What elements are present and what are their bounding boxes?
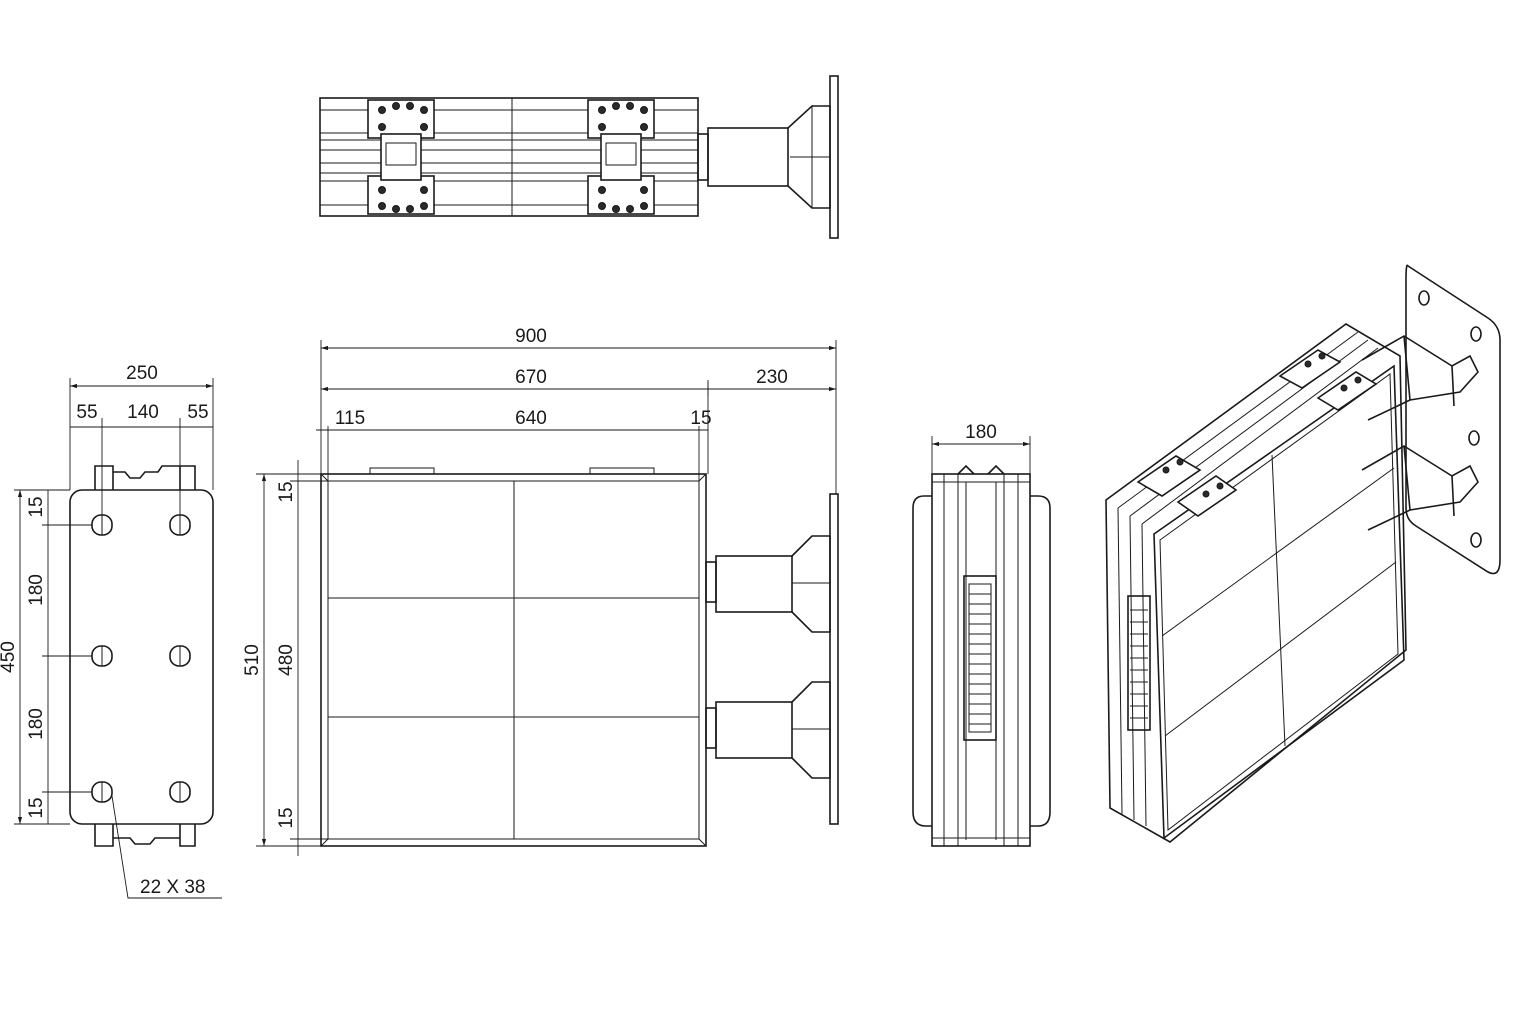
dim-front-panel-width: 670 [515,367,547,388]
dim-front-bottom-frame: 15 [276,807,297,828]
dim-front-inner-height: 480 [276,644,297,676]
front-arm-lower [705,681,831,779]
end-view-hinge-slats [969,593,991,725]
end-view: 180 [912,422,1051,847]
dim-side-hole-spacing: 140 [127,402,159,423]
top-hinge-left [367,99,435,215]
front-arm-upper [705,535,831,633]
dim-front-overall-width: 900 [515,326,547,347]
dim-side-bottom-margin: 15 [26,797,47,818]
dim-front-bracket-depth: 230 [756,367,788,388]
dim-end-depth: 180 [965,422,997,443]
iso-top-hinges [1136,349,1378,517]
dim-front-right-gap: 15 [690,408,711,429]
slot-size-label: 22 X 38 [140,877,206,898]
dim-front-left-offset: 115 [335,408,365,429]
dim-front-top-frame: 15 [276,481,297,502]
iso-hinge-slats [1130,609,1148,719]
side-view: 250 55 140 55 450 15 180 180 15 22 X 38 [0,363,222,899]
dim-side-right-offset: 55 [187,402,208,423]
top-hinge-right [587,99,655,215]
mounting-slots [91,514,191,803]
top-view [319,75,839,239]
dim-side-top-margin: 15 [26,496,47,517]
dim-side-lower-spacing: 180 [26,708,47,740]
isometric-view [1105,264,1501,843]
dim-side-upper-spacing: 180 [26,574,47,606]
front-view: 900 670 230 115 640 15 510 15 480 15 [242,326,839,856]
dim-side-left-offset: 55 [76,402,97,423]
dim-front-inner-width: 640 [515,408,547,429]
dim-side-width: 250 [126,363,158,384]
dim-front-overall-height: 510 [242,644,263,676]
dim-side-height: 450 [0,641,19,673]
